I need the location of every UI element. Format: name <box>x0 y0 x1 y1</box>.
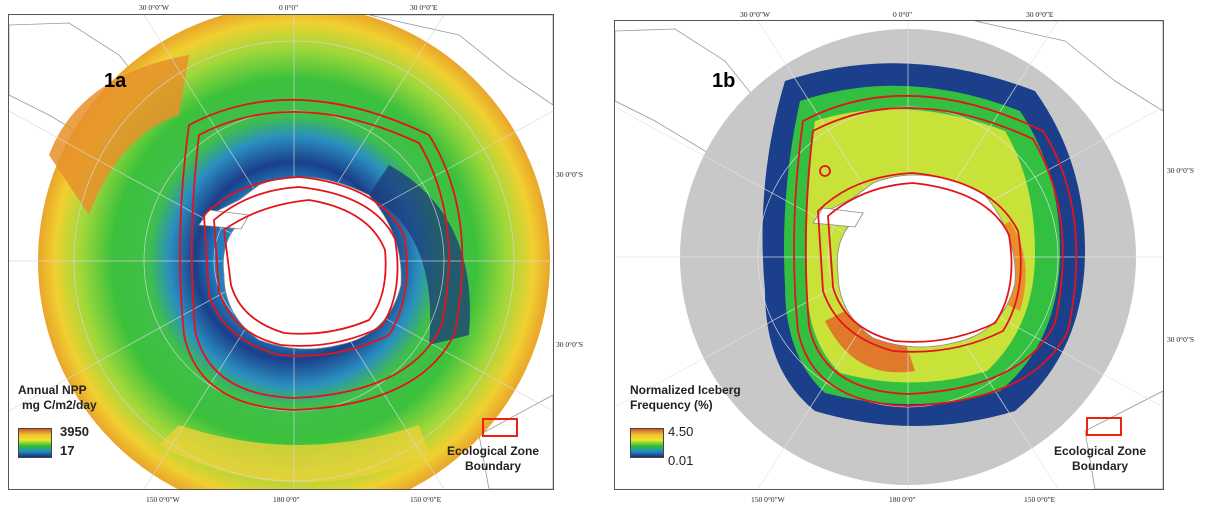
legend-title: Normalized Iceberg Frequency (%) <box>630 383 741 413</box>
legend-title-line2: Frequency (%) <box>630 398 713 412</box>
tick-lon-180: 180 0°0" <box>273 495 300 504</box>
npp-high-patch-west <box>49 55 189 215</box>
panel-label: 1b <box>712 70 736 92</box>
map-frame <box>614 20 1164 490</box>
panel-label: 1a <box>104 70 127 92</box>
tick-lat-30s-upper: 30 0°0"S <box>556 170 584 179</box>
tick-lon-150e: 150 0°0"E <box>410 495 442 504</box>
zone-boundary-symbol <box>482 418 518 437</box>
tick-lon-30e: 30 0°0"E <box>410 3 438 12</box>
tick-lon-180: 180 0°0" <box>889 495 916 504</box>
legend-color-ramp <box>18 428 52 458</box>
antarctic-peninsula <box>198 209 250 230</box>
legend-min-value: 0.01 <box>668 453 694 468</box>
legend-color-ramp <box>630 428 664 458</box>
map-panel-npp: 30 0°0"W 0 0°0" 30 0°0"E <box>0 0 600 509</box>
tick-lon-30w: 30 0°0"W <box>740 10 771 19</box>
legend-max-value: 4.50 <box>668 424 694 439</box>
africa-outline <box>368 15 553 106</box>
tick-lon-0: 0 0°0" <box>279 3 299 12</box>
legend-max-value: 3950 <box>60 424 89 439</box>
zone-boundary-label: Ecological Zone Boundary <box>443 444 543 474</box>
legend-title: Annual NPP mg C/m2/day <box>18 383 97 413</box>
npp-low-patch-east <box>369 165 470 345</box>
tick-lat-30s-upper: 30 0°0"S <box>1167 166 1195 175</box>
tick-lon-30w: 30 0°0"W <box>139 3 170 12</box>
ecological-zone-boundaries <box>793 94 1078 407</box>
tick-lon-0: 0 0°0" <box>893 10 913 19</box>
zone-label-line1: Ecological Zone <box>446 444 539 458</box>
australia-outline <box>478 394 553 489</box>
tick-lat-30s-lower: 30 0°0"S <box>556 340 584 349</box>
tick-lat-30s-lower: 30 0°0"S <box>1167 335 1195 344</box>
australia-outline <box>1084 390 1163 489</box>
iceberg-map <box>615 21 1163 489</box>
tick-lon-150e: 150 0°0"E <box>1024 495 1056 504</box>
tick-lon-150w: 150 0°0"W <box>146 495 180 504</box>
legend-min-value: 17 <box>60 443 75 458</box>
tick-lon-30e: 30 0°0"E <box>1026 10 1054 19</box>
map-panel-iceberg: 30 0°0"W 0 0°0" 30 0°0"E <box>606 0 1210 509</box>
zone-label-line2: Boundary <box>1071 459 1128 473</box>
npp-map <box>9 15 553 489</box>
legend-title-line2: mg C/m2/day <box>22 398 97 412</box>
zone-boundary-symbol <box>1086 417 1122 436</box>
map-frame <box>8 14 554 490</box>
tick-lon-150w: 150 0°0"W <box>751 495 785 504</box>
legend-title-line1: Annual NPP <box>18 383 87 397</box>
ecological-zone-boundaries <box>179 98 464 411</box>
zone-label-line2: Boundary <box>464 459 521 473</box>
zone-label-line1: Ecological Zone <box>1053 444 1146 458</box>
legend-title-line1: Normalized Iceberg <box>630 383 741 397</box>
africa-outline <box>974 21 1163 112</box>
zone-boundary-label: Ecological Zone Boundary <box>1050 444 1150 474</box>
antarctica <box>208 176 402 350</box>
